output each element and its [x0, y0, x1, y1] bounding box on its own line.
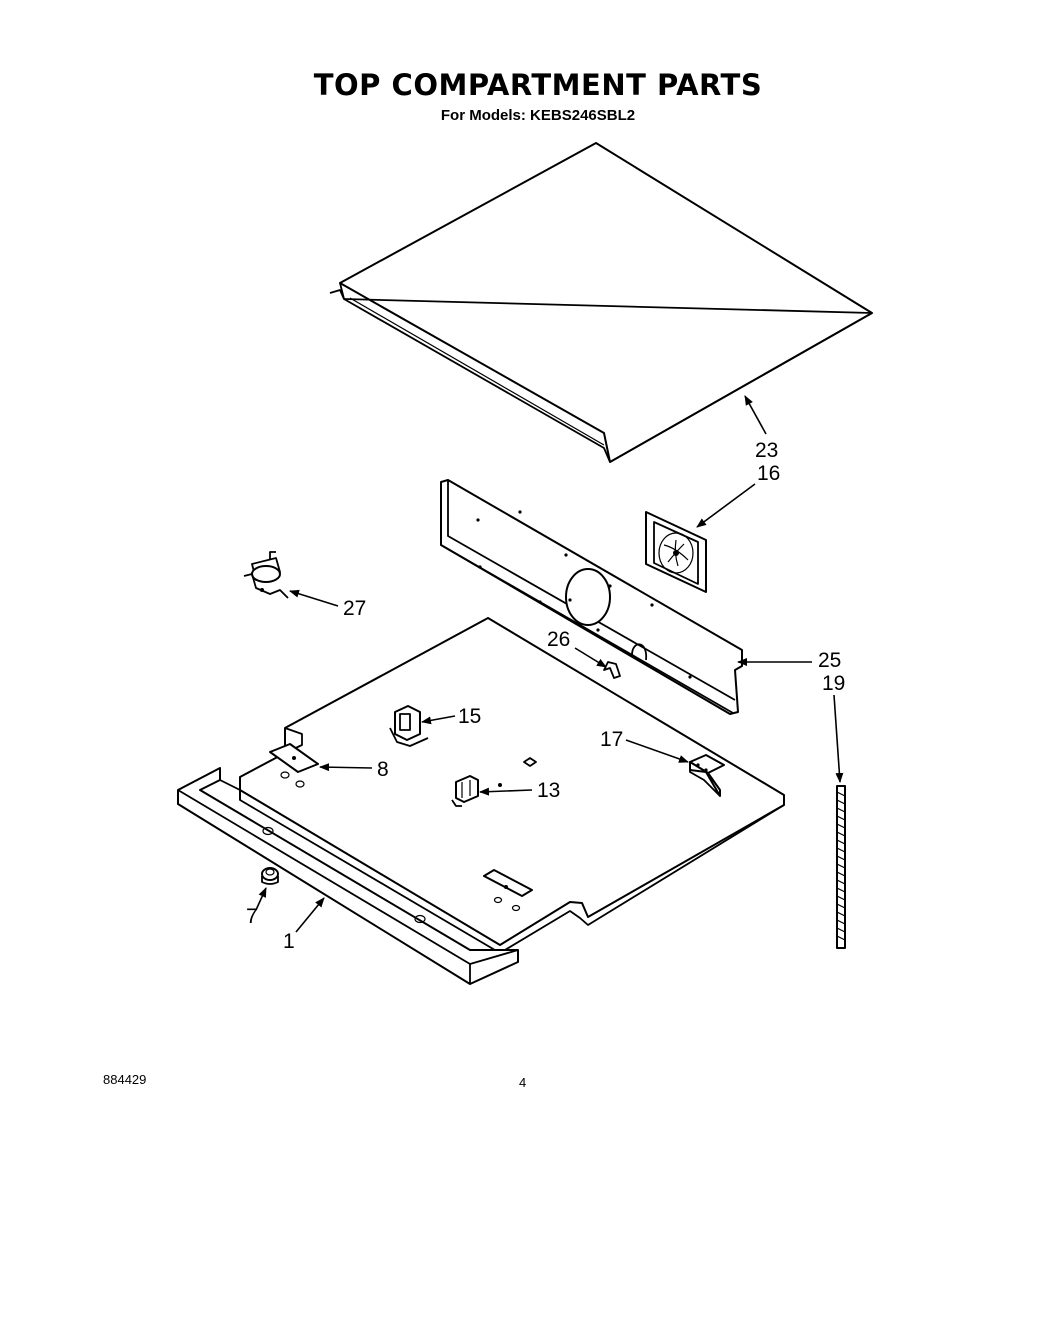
front-rail: [177, 767, 519, 985]
callout-16: 16: [757, 462, 780, 485]
document-number: 884429: [103, 1072, 147, 1087]
callout-23: 23: [755, 439, 778, 462]
page-number: 4: [519, 1075, 527, 1090]
terminal-connector: [451, 775, 502, 807]
leader-lines: [255, 395, 844, 933]
front-bracket: [483, 869, 533, 912]
callout-13: 13: [537, 779, 560, 802]
callout-1: 1: [283, 930, 295, 953]
model-subtitle: For Models: KEBS246SBL2: [440, 107, 636, 124]
top-cover-panel: [329, 142, 873, 463]
callout-17: 17: [600, 728, 623, 751]
grommet: [261, 867, 279, 885]
page-title: TOP COMPARTMENT PARTS: [313, 68, 763, 102]
terminal-block: [689, 754, 725, 797]
callout-27: 27: [343, 597, 366, 620]
rear-panel-bracket: [440, 479, 743, 715]
thermostat-switch: [243, 551, 289, 599]
callout-19: 19: [822, 672, 845, 695]
base-bracket: [269, 743, 319, 788]
base-mark: [523, 757, 537, 767]
relay-component: [389, 705, 429, 747]
clip-part: [603, 661, 621, 679]
callout-15: 15: [458, 705, 481, 728]
threaded-rod: [836, 785, 846, 949]
callout-8: 8: [377, 758, 389, 781]
callout-25: 25: [818, 649, 841, 672]
callout-7: 7: [246, 905, 258, 928]
callout-26: 26: [547, 628, 570, 651]
fan-assembly: [645, 511, 707, 593]
